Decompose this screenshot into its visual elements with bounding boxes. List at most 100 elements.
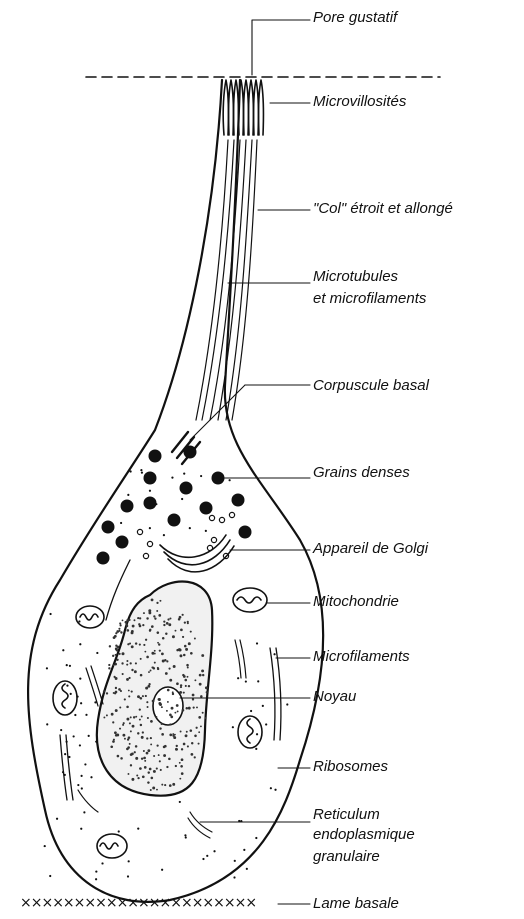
chromatin-speck [201,654,204,657]
chromatin-speck [201,669,204,672]
chromatin-speck [182,614,184,616]
chromatin-speck [118,688,121,691]
chromatin-speck [132,625,135,628]
chromatin-speck [150,743,152,745]
ribosome-dot [83,811,85,813]
chromatin-speck [194,637,196,639]
chromatin-speck [134,751,136,753]
chromatin-speck [181,758,184,761]
chromatin-speck [136,774,138,776]
ribosome-dot [256,733,258,735]
chromatin-speck [153,770,156,773]
chromatin-speck [147,717,149,719]
chromatin-speck [115,687,117,689]
dense-grain [144,472,157,485]
chromatin-speck [163,624,165,626]
chromatin-speck [149,768,152,771]
vesicle [211,537,216,542]
label-rer-1: Reticulum [313,806,380,824]
chromatin-speck [117,646,119,648]
ribosome-dot [238,820,240,822]
chromatin-speck [158,698,161,701]
chromatin-speck [159,650,161,652]
label-ribosomes: Ribosomes [313,758,388,776]
chromatin-speck [137,732,139,734]
ribosome-dot [88,735,90,737]
chromatin-speck [116,649,118,651]
chromatin-speck [158,754,160,756]
chromatin-speck [131,778,134,781]
chromatin-speck [156,789,158,791]
chromatin-speck [140,658,142,660]
ribosome-dot [84,763,86,765]
chromatin-speck [151,777,154,780]
chromatin-speck [106,692,108,694]
golgi-apparatus [160,535,234,572]
chromatin-speck [115,709,118,712]
label-microvilli: Microvillosités [313,93,406,111]
chromatin-speck [172,635,175,638]
ribosome-dot [127,875,129,877]
chromatin-speck [115,691,118,694]
ribosome-dot [274,789,276,791]
chromatin-speck [126,706,129,709]
chromatin-speck [194,756,196,758]
chromatin-speck [129,743,131,745]
chromatin-speck [175,765,177,767]
chromatin-speck [159,600,161,602]
chromatin-speck [123,722,125,724]
ribosome-dot [155,503,157,505]
chromatin-speck [198,716,201,719]
chromatin-speck [205,717,207,719]
chromatin-speck [169,617,171,619]
chromatin-speck [161,784,163,786]
chromatin-speck [157,668,159,670]
chromatin-speck [119,728,121,730]
chromatin-speck [145,687,148,690]
vesicle [219,517,224,522]
ribosome-dot [64,774,66,776]
chromatin-speck [113,692,115,694]
ribosome-dot [256,642,258,644]
chromatin-speck [198,743,200,745]
ribosome-dot [101,862,103,864]
chromatin-speck [157,642,159,644]
chromatin-speck [161,723,163,725]
chromatin-speck [150,720,153,723]
chromatin-speck [181,772,184,775]
chromatin-speck [188,685,190,687]
chromatin-speck [131,669,133,671]
chromatin-speck [148,671,150,673]
chromatin-speck [179,762,181,764]
chromatin-speck [126,619,129,622]
chromatin-speck [117,755,120,758]
dense-grain [200,502,213,515]
chromatin-speck [187,676,189,678]
ribosome-dot [95,870,97,872]
chromatin-speck [185,648,188,651]
ribosome-dot [140,469,142,471]
ribosome-dot [200,475,202,477]
chromatin-speck [139,719,141,721]
dense-grains [97,446,252,565]
nucleus-envelope [97,581,212,795]
chromatin-speck [182,636,184,638]
chromatin-speck [119,622,121,624]
chromatin-speck [162,637,165,640]
chromatin-speck [154,653,156,655]
chromatin-speck [130,764,132,766]
chromatin-speck [161,706,163,708]
chromatin-speck [191,753,194,756]
chromatin-speck [131,691,133,693]
chromatin-speck [165,672,168,675]
chromatin-speck [157,631,160,634]
chromatin-speck [196,706,198,708]
chromatin-speck [119,630,121,632]
ribosome-dot [77,784,79,786]
ribosome-dot [80,775,82,777]
ribosome-dot [262,705,264,707]
chromatin-speck [110,745,113,748]
ribosome-dot [255,748,257,750]
ribosome-dot [69,665,71,667]
chromatin-speck [171,707,174,710]
